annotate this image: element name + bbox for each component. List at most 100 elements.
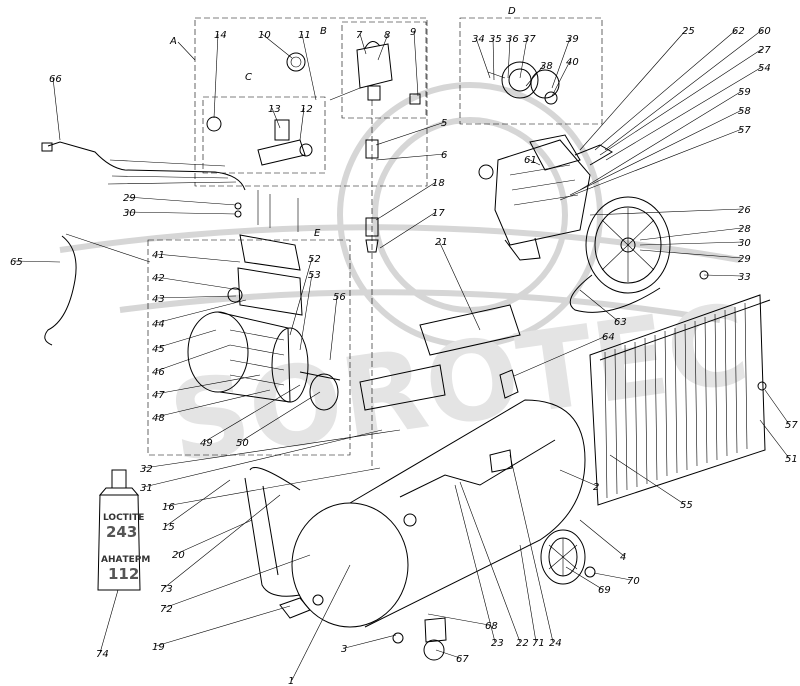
- part-label: 71: [532, 638, 545, 649]
- leader-line: [155, 374, 261, 395]
- part-label: 35: [489, 34, 502, 45]
- leader-line: [513, 335, 607, 377]
- leader-line: [569, 109, 743, 196]
- caster-wheel: [392, 617, 447, 661]
- part-label: 32: [140, 464, 153, 475]
- leader-line: [143, 429, 383, 488]
- leader-line: [525, 64, 545, 87]
- group-box-e: [147, 239, 351, 456]
- leader-line: [609, 454, 685, 505]
- part-label: 26: [738, 205, 751, 216]
- part-label: 53: [308, 270, 321, 281]
- group-box-b: [341, 21, 427, 119]
- leader-line: [475, 37, 491, 79]
- part-label: 43: [152, 294, 165, 305]
- part-label: 39: [566, 34, 579, 45]
- part-label: 41: [152, 250, 165, 261]
- leader-line: [639, 241, 743, 246]
- leader-line: [126, 211, 237, 215]
- leader-line: [565, 566, 603, 590]
- leader-line: [239, 391, 321, 443]
- leader-line: [492, 37, 495, 81]
- bottle-text-112: 112: [108, 565, 139, 583]
- part-label: 38: [540, 61, 553, 72]
- leader-line: [639, 249, 743, 259]
- part-label: 74: [96, 649, 109, 660]
- part-label: 63: [614, 317, 627, 328]
- leader-line: [593, 572, 632, 581]
- leader-line: [599, 48, 763, 156]
- leader-line: [52, 77, 61, 141]
- part-label: 58: [738, 106, 751, 117]
- leader-line: [126, 196, 237, 206]
- part-label: 68: [485, 621, 498, 632]
- leader-line: [459, 481, 521, 643]
- group-label-a: A: [169, 36, 177, 47]
- leader-line: [165, 479, 231, 527]
- leader-line: [213, 33, 219, 119]
- leader-line: [163, 494, 281, 589]
- part-label: 9: [410, 27, 416, 38]
- part-label: 5: [441, 118, 447, 129]
- leader-line: [203, 384, 301, 443]
- bottle-text-anaterm: АНАТЕРМ: [101, 555, 150, 565]
- group-label-e: E: [314, 228, 321, 239]
- leader-line: [13, 260, 61, 263]
- leader-line: [559, 469, 598, 487]
- leader-line: [289, 257, 313, 336]
- group-labels: A B C D E: [169, 6, 516, 239]
- part-label: 40: [566, 57, 579, 68]
- wheel: [540, 529, 596, 585]
- leader-line: [155, 253, 241, 263]
- part-label: 2: [593, 482, 599, 493]
- leader-line: [291, 564, 351, 681]
- part-label: 70: [627, 576, 640, 587]
- leader-line: [375, 153, 446, 161]
- leader-line: [155, 299, 247, 324]
- part-label: 60: [758, 26, 771, 37]
- part-label: 51: [785, 454, 798, 465]
- part-label: 36: [506, 34, 519, 45]
- leader-line: [519, 37, 528, 79]
- leader-line: [519, 544, 537, 643]
- leader-line: [377, 33, 389, 61]
- belt-guard-grille: [589, 294, 771, 506]
- leader-line: [299, 273, 313, 351]
- part-label: 11: [298, 30, 311, 41]
- part-label: 30: [123, 208, 136, 219]
- group-box-a: [194, 17, 428, 187]
- leader-line: [175, 519, 253, 555]
- mounting-plate: [359, 304, 521, 411]
- leader-line: [427, 613, 490, 626]
- pump-head-assembly: [487, 61, 560, 105]
- part-label: 10: [258, 30, 271, 41]
- leader-line: [261, 33, 293, 59]
- part-label: 48: [152, 413, 165, 424]
- leader-line: [344, 634, 397, 649]
- part-label: 37: [523, 34, 536, 45]
- part-label: 8: [384, 30, 390, 41]
- leader-line: [165, 467, 381, 507]
- leader-line: [551, 60, 571, 97]
- leader-line: [507, 37, 511, 79]
- leader-line: [163, 554, 311, 609]
- leader-line: [604, 29, 763, 151]
- leader-line: [764, 389, 790, 425]
- leader-line: [99, 589, 119, 654]
- part-label: 62: [732, 26, 745, 37]
- bottle-text-loctite: LOCTITE: [103, 513, 144, 523]
- group-label-d: D: [508, 6, 516, 17]
- compressor-pump: [478, 134, 613, 261]
- leader-line: [155, 389, 271, 418]
- part-label: 15: [162, 522, 175, 533]
- part-label: 55: [680, 500, 693, 511]
- air-tank: [244, 399, 586, 628]
- part-label: 17: [432, 208, 445, 219]
- part-label: 69: [598, 585, 611, 596]
- leader-line: [359, 33, 367, 55]
- part-label: 47: [152, 390, 165, 401]
- part-label: 6: [441, 150, 447, 161]
- manifold: [206, 116, 313, 166]
- leader-line: [454, 484, 496, 643]
- part-label: 54: [758, 63, 771, 74]
